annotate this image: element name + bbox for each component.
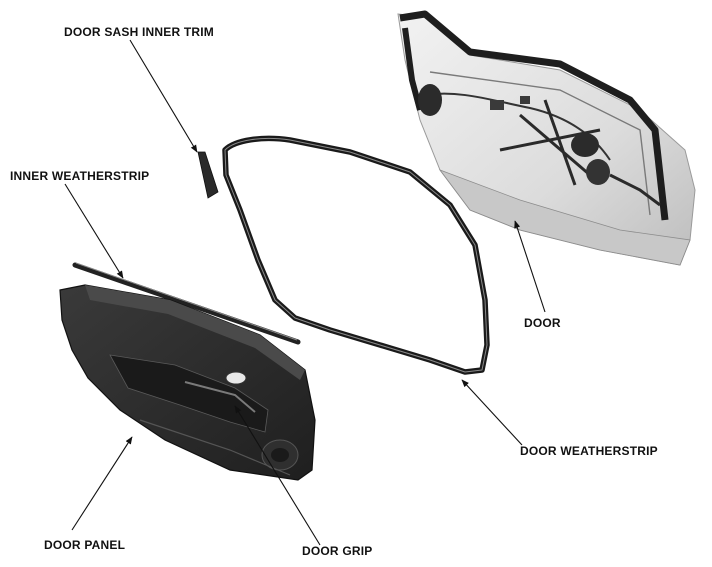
door-grip-leader [234, 405, 321, 546]
label-door-weatherstrip: DOOR WEATHERSTRIP [520, 444, 658, 458]
label-door: DOOR [524, 316, 561, 330]
door-sash-inner-trim-part [197, 151, 219, 199]
door-weatherstrip-leader [461, 379, 523, 446]
label-inner-weatherstrip: INNER WEATHERSTRIP [10, 169, 149, 183]
label-door-sash-inner-trim: DOOR SASH INNER TRIM [64, 25, 214, 39]
door-panel-part [59, 284, 316, 481]
door-panel-leader [71, 436, 133, 531]
inner-weatherstrip-part [72, 262, 301, 345]
door-sash-inner-trim-leader [129, 39, 198, 153]
label-door-panel: DOOR PANEL [44, 538, 125, 552]
door-leader [514, 220, 546, 313]
inner-weatherstrip-leader [64, 183, 124, 279]
label-door-grip: DOOR GRIP [302, 544, 372, 558]
door-shell [397, 10, 696, 266]
